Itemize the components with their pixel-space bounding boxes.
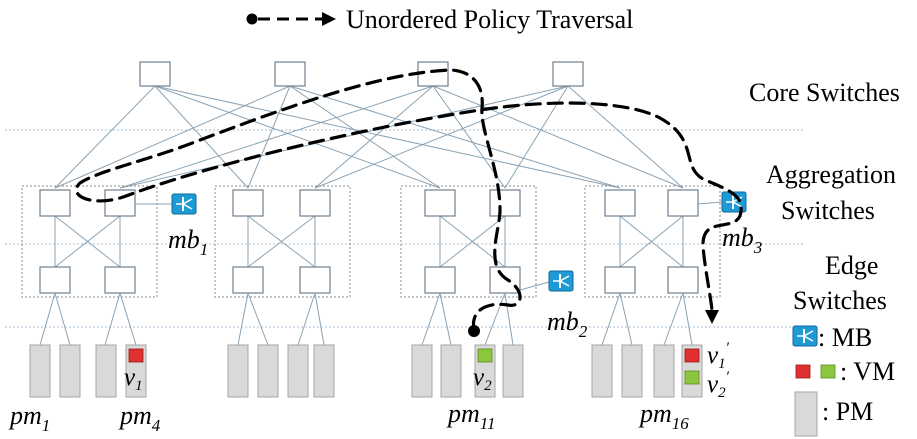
key-mb-icon [792, 325, 818, 347]
mb2-icon [548, 270, 574, 292]
vm-v1-prime [684, 348, 700, 363]
edge-label-line2: Switches [793, 286, 887, 315]
key-pm-label: : PM [822, 397, 873, 426]
middlebox-labels: mb1 mb2 mb3 [168, 223, 762, 341]
edge-pm-links [39, 292, 693, 346]
core-switch [274, 61, 306, 87]
legend: Unordered Policy Traversal [246, 5, 633, 34]
pm16-label: pm16 [638, 399, 689, 433]
vms [128, 348, 700, 385]
core-aggregation-links [54, 85, 684, 189]
tier-dividers [5, 129, 805, 328]
core-switch [552, 61, 584, 87]
key-mb-label: : MB [818, 323, 872, 352]
tier-labels: Core Switches Aggregation Switches Edge … [749, 78, 900, 315]
vm-v2 [477, 348, 493, 363]
pm-labels: pm1 pm4 pm11 pm16 [8, 399, 689, 435]
pod-1 [21, 185, 158, 298]
pm11-label: pm11 [446, 399, 496, 433]
key-vm-green [820, 364, 836, 379]
core-switches [139, 61, 584, 87]
legend-label: Unordered Policy Traversal [346, 5, 633, 34]
aggregation-label-line1: Aggregation [766, 160, 896, 189]
pm4-label: pm4 [118, 401, 161, 435]
v1-label: v1 [124, 364, 143, 394]
vm-v2-prime [684, 370, 700, 385]
pod-3 [400, 185, 537, 298]
key-vm-label: : VM [840, 357, 895, 386]
key-vm-red [795, 364, 811, 379]
vm-v1 [128, 348, 144, 363]
key-pm-box [794, 391, 818, 437]
v1-prime-label: v1′ [707, 340, 730, 372]
mb3-label: mb3 [722, 223, 762, 257]
pods [21, 185, 721, 298]
aggregation-label-line2: Switches [781, 196, 875, 225]
pod-2 [214, 185, 351, 298]
core-switches-label: Core Switches [749, 78, 900, 107]
policy-traversal-path [74, 68, 743, 337]
mb2-label: mb2 [547, 307, 588, 341]
mb1-icon [171, 193, 197, 215]
edge-label-line1: Edge [825, 251, 878, 280]
pm1-label: pm1 [8, 401, 50, 435]
key: : MB : VM : PM [792, 323, 895, 437]
v2-prime-label: v2′ [707, 369, 730, 401]
v2-label: v2 [473, 364, 492, 394]
mb1-label: mb1 [168, 225, 208, 259]
core-switch [139, 61, 171, 87]
middleboxes [135, 191, 747, 292]
pod-4 [584, 185, 721, 298]
vm-labels: v1 v2 v1′ v2′ [124, 340, 730, 401]
